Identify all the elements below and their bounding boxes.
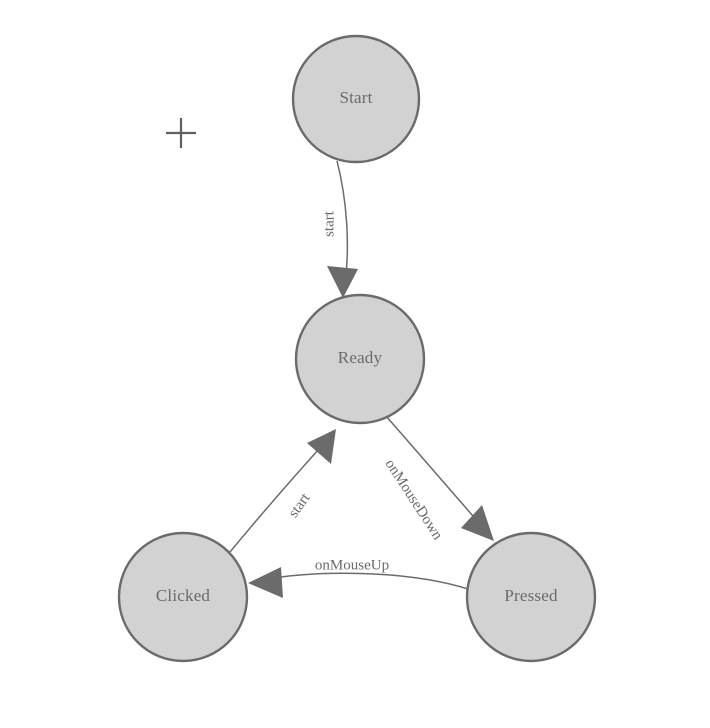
- edge-start-to-ready-path: [336, 160, 349, 286]
- edge-ready-to-pressed[interactable]: [385, 415, 494, 541]
- node-ready-circle[interactable]: [294, 293, 426, 425]
- node-ready[interactable]: Ready: [294, 293, 426, 425]
- node-clicked-label: Clicked: [156, 586, 211, 605]
- node-start-circle[interactable]: [291, 34, 421, 164]
- edge-label-start-to-ready: start: [321, 210, 337, 237]
- edge-start-to-ready-arrowhead: [327, 266, 358, 298]
- edge-clicked-to-ready-arrowhead: [307, 429, 336, 464]
- node-pressed-label: Pressed: [504, 586, 558, 605]
- edge-label-clicked-to-ready: start: [286, 490, 314, 521]
- edge-clicked-to-ready-path: [229, 439, 328, 553]
- edge-label-ready-to-pressed: onMouseDown: [382, 457, 446, 544]
- edge-pressed-to-clicked[interactable]: [248, 567, 469, 598]
- edge-clicked-to-ready[interactable]: [229, 429, 336, 553]
- node-clicked-circle[interactable]: [117, 531, 249, 663]
- edge-pressed-to-clicked-arrowhead: [248, 567, 283, 598]
- plus-marker-icon: [166, 118, 196, 148]
- node-pressed[interactable]: Pressed: [465, 531, 597, 663]
- node-ready-label: Ready: [338, 348, 383, 367]
- edge-start-to-ready[interactable]: [327, 160, 358, 298]
- edge-pressed-to-clicked-path: [261, 572, 469, 590]
- node-clicked[interactable]: Clicked: [117, 531, 249, 663]
- edge-ready-to-pressed-arrowhead: [461, 505, 494, 541]
- node-start-label: Start: [339, 88, 372, 107]
- edge-label-pressed-to-clicked: onMouseUp: [315, 557, 389, 573]
- node-start[interactable]: Start: [291, 34, 421, 164]
- node-pressed-circle[interactable]: [465, 531, 597, 663]
